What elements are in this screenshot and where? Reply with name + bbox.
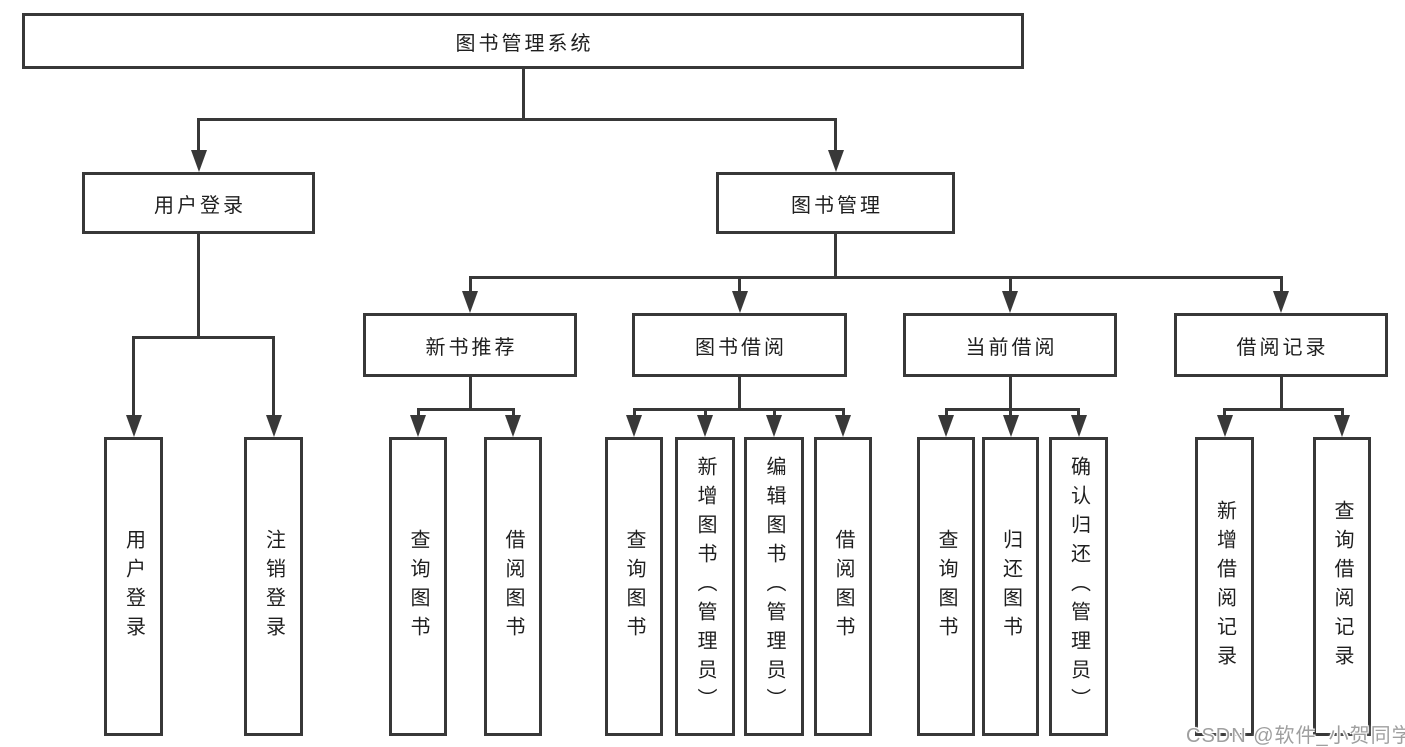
connector-drop-current-query: [944, 408, 948, 418]
node-book-mgmt: 图书管理: [716, 172, 955, 234]
leaf-node-borrow-borrow: 借阅图书: [814, 437, 872, 736]
leaf-node-newbook-borrow: 借阅图书: [484, 437, 542, 736]
leaf-newbook-query-label: 查询图书: [407, 528, 429, 645]
arrowhead-borrow-record: [1273, 291, 1289, 313]
connector-new-book-branch: [416, 408, 515, 411]
connector-drop-record-query: [1340, 408, 1344, 418]
arrowhead-record-add: [1216, 415, 1233, 437]
connector-book-mgmt-branch: [468, 276, 1283, 279]
arrowhead-user-login: [190, 150, 207, 172]
leaf-current-query-label: 查询图书: [935, 528, 957, 645]
connector-borrow-record-branch: [1223, 408, 1344, 411]
arrowhead-record-query: [1334, 415, 1350, 437]
node-current-borrow: 当前借阅: [903, 313, 1117, 377]
arrowhead-current-confirm: [1070, 415, 1087, 437]
arrowhead-current-query: [938, 415, 954, 437]
leaf-logout-label: 注销登录: [262, 528, 285, 645]
arrowhead-borrow-query: [626, 415, 642, 437]
leaf-node-record-query: 查询借阅记录: [1313, 437, 1371, 736]
connector-new-book-stem: [468, 375, 472, 411]
arrowhead-borrow-add: [697, 415, 713, 437]
connector-drop-borrow-borrow: [841, 408, 845, 418]
node-new-book: 新书推荐: [363, 313, 577, 377]
node-new-book-label: 新书推荐: [425, 336, 518, 359]
connector-drop-new-book: [468, 276, 472, 294]
connector-root-stem: [521, 68, 525, 118]
leaf-borrow-add-label: 新增图书（管理员）: [694, 456, 716, 717]
leaf-node-borrow-edit: 编辑图书（管理员）: [744, 437, 804, 736]
connector-drop-leaf-user-login: [132, 336, 135, 418]
arrowhead-borrow-borrow: [835, 415, 851, 437]
connector-drop-newbook-query: [416, 408, 420, 418]
leaf-current-confirm-label: 确认归还（管理员）: [1067, 456, 1090, 717]
node-borrow-record: 借阅记录: [1174, 313, 1388, 377]
connector-root-branch: [197, 118, 837, 121]
connector-drop-leaf-logout: [272, 336, 275, 418]
connector-user-login-stem: [197, 230, 200, 339]
leaf-newbook-borrow-label: 借阅图书: [502, 528, 524, 645]
arrowhead-newbook-borrow: [505, 415, 521, 437]
leaf-current-return-label: 归还图书: [999, 528, 1022, 645]
leaf-node-current-confirm: 确认归还（管理员）: [1049, 437, 1108, 736]
arrowhead-newbook-query: [410, 415, 426, 437]
connector-current-borrow-branch: [944, 408, 1080, 411]
leaf-record-add-label: 新增借阅记录: [1213, 499, 1236, 674]
connector-drop-book-mgmt: [834, 118, 837, 156]
leaf-node-logout: 注销登录: [244, 437, 303, 736]
arrowhead-new-book: [462, 291, 478, 313]
connector-drop-borrow-edit: [772, 408, 776, 418]
connector-current-borrow-stem: [1008, 375, 1012, 411]
leaf-node-current-query: 查询图书: [917, 437, 975, 736]
leaf-node-current-return: 归还图书: [982, 437, 1039, 736]
leaf-record-query-label: 查询借阅记录: [1331, 499, 1353, 674]
csdn-watermark: CSDN @软件_小贺同学: [1186, 725, 1405, 747]
connector-book-borrow-stem: [738, 375, 741, 411]
connector-drop-borrow-query: [632, 408, 636, 418]
connector-drop-record-add: [1223, 408, 1226, 418]
connector-drop-current-borrow: [1008, 276, 1012, 294]
node-user-login-label: 用户登录: [154, 194, 246, 217]
leaf-node-borrow-query: 查询图书: [605, 437, 663, 736]
leaf-borrow-borrow-label: 借阅图书: [832, 528, 854, 645]
leaf-borrow-query-label: 查询图书: [623, 528, 645, 645]
connector-book-borrow-branch: [632, 408, 845, 411]
arrowhead-borrow-edit: [766, 415, 782, 437]
arrowhead-book-mgmt: [827, 150, 844, 172]
node-book-borrow: 图书借阅: [632, 313, 847, 377]
leaf-node-record-add: 新增借阅记录: [1195, 437, 1254, 736]
arrowhead-leaf-logout: [265, 415, 282, 437]
leaf-borrow-edit-label: 编辑图书（管理员）: [763, 456, 785, 717]
node-user-login: 用户登录: [82, 172, 315, 234]
arrowhead-book-borrow: [731, 291, 748, 313]
node-root-label: 图书管理系统: [455, 32, 594, 55]
connector-borrow-record-stem: [1279, 375, 1283, 411]
arrowhead-current-return: [1002, 415, 1019, 437]
connector-drop-user-login: [197, 118, 200, 156]
node-root: 图书管理系统: [22, 13, 1024, 69]
connector-drop-book-borrow: [738, 276, 741, 294]
connector-drop-current-confirm: [1077, 408, 1080, 418]
node-borrow-record-label: 借阅记录: [1236, 336, 1329, 359]
connector-drop-borrow-record: [1279, 276, 1283, 294]
node-book-borrow-label: 图书借阅: [695, 336, 787, 359]
connector-drop-newbook-borrow: [511, 408, 515, 418]
connector-drop-current-return: [1009, 408, 1012, 418]
leaf-node-user-login: 用户登录: [104, 437, 163, 736]
connector-drop-borrow-add: [703, 408, 707, 418]
node-current-borrow-label: 当前借阅: [965, 336, 1058, 359]
leaf-node-newbook-query: 查询图书: [389, 437, 447, 736]
leaf-user-login-label: 用户登录: [122, 528, 145, 645]
connector-book-mgmt-stem: [834, 232, 837, 279]
node-book-mgmt-label: 图书管理: [791, 194, 883, 217]
arrowhead-leaf-user-login: [125, 415, 142, 437]
leaf-node-borrow-add: 新增图书（管理员）: [675, 437, 735, 736]
arrowhead-current-borrow: [1002, 291, 1018, 313]
connector-user-login-branch: [132, 336, 275, 339]
